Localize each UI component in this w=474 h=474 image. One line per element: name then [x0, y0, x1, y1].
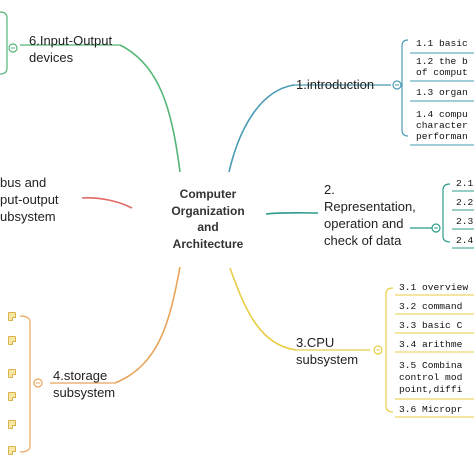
branch-label-line: ubsystem [0, 209, 56, 224]
connector-cpu [229, 267, 297, 351]
central-topic-line: Architecture [172, 236, 244, 251]
branch-representation[interactable]: 2. Representation, operation and check o… [324, 181, 416, 249]
connector-io-devices [119, 44, 181, 173]
leaf-item[interactable]: performan [416, 131, 468, 142]
leaf-item[interactable]: 3.2 command [399, 301, 463, 312]
connector-storage [114, 266, 181, 384]
leaf-item[interactable]: 1.3 organ [416, 87, 468, 98]
branch-label-line: subsystem [53, 385, 116, 400]
bracket-cpu [385, 287, 394, 413]
central-topic-line: Computer [179, 187, 237, 201]
leaf-item[interactable]: character [416, 120, 468, 131]
bracket-io-devices [0, 11, 8, 75]
branch-label-line: 3.CPU [296, 335, 335, 350]
leaf-item[interactable]: 3.3 basic C [399, 320, 463, 331]
branch-bus[interactable]: bus and put-output ubsystem [0, 174, 59, 225]
branch-label-line: bus and [0, 175, 47, 190]
note-icon[interactable] [8, 312, 16, 321]
leaf-item[interactable]: 3.4 arithme [399, 339, 463, 350]
leaf-item[interactable]: 1.2 the b [416, 56, 468, 67]
leaf-item[interactable]: 2.3 [456, 216, 474, 227]
leaf-item[interactable]: 3.1 overview [399, 282, 469, 293]
bracket-storage [19, 315, 31, 453]
branch-label-line: operation and [324, 216, 404, 231]
central-topic-line: Organization [171, 203, 245, 218]
leaf-item[interactable]: 3.6 Micropr [399, 404, 463, 415]
leaf-item[interactable]: 2.4 [456, 235, 474, 246]
branch-label-line: 4.storage [53, 368, 108, 383]
branch-storage[interactable]: 4.storage subsystem [53, 367, 115, 401]
leaf-item[interactable]: 3.5 Combina [399, 360, 463, 371]
note-icon[interactable] [8, 369, 16, 378]
branch-label-line: Representation, [324, 199, 416, 214]
note-icon[interactable] [8, 446, 16, 455]
branch-label-line: devices [29, 50, 74, 65]
connector-bus [81, 197, 133, 209]
leaf-item[interactable]: 1.1 basic [416, 38, 468, 49]
leaf-item[interactable]: 2.2 [456, 197, 474, 208]
branch-label-line: subsystem [296, 352, 359, 367]
connector-representation [265, 211, 319, 215]
note-icon[interactable] [8, 420, 16, 429]
leaf-item[interactable]: 2.1 [456, 178, 474, 189]
note-icon[interactable] [8, 336, 16, 345]
note-icon[interactable] [8, 392, 16, 401]
leaf-item[interactable]: 1.4 compu [416, 109, 468, 120]
branch-label-line: check of data [324, 233, 402, 248]
branch-cpu[interactable]: 3.CPU subsystem [296, 334, 358, 368]
leaf-item[interactable]: point,diffi [399, 384, 463, 395]
leaf-item[interactable]: control mod [399, 372, 463, 383]
bracket-introduction [401, 39, 409, 137]
central-topic-line: and [197, 220, 219, 234]
branch-label-line: put-output [0, 192, 59, 207]
leaf-item[interactable]: of comput [416, 67, 468, 78]
branch-label-line: 2. [324, 182, 335, 197]
connector-introduction [228, 84, 295, 173]
bracket-representation [442, 183, 451, 243]
branch-introduction[interactable]: 1.introduction [296, 77, 375, 92]
central-topic[interactable]: Computer Organization and Architecture [146, 186, 270, 252]
branch-io-devices[interactable]: 6.Input-Output devices [29, 32, 112, 66]
branch-label-line: 6.Input-Output [29, 33, 113, 48]
